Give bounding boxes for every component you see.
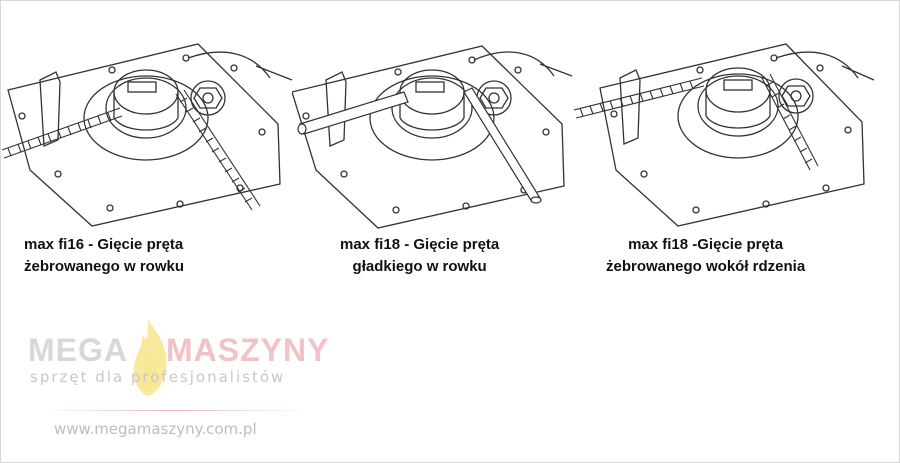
caption-smooth-groove: max fi18 - Gięcie pręta gładkiego w rowk… <box>340 234 499 278</box>
diagram-panel-ribbed-core <box>573 20 875 230</box>
caption-line-2: żebrowanego w rowku <box>24 258 185 275</box>
bender-ribbed-core-illustration <box>573 43 875 227</box>
logo-word-mega: MEGA <box>28 332 128 368</box>
logo-word-maszyny: MASZYNY <box>166 332 330 368</box>
bender-ribbed-groove-illustration <box>1 43 293 227</box>
caption-line-2: żebrowanego wokół rdzenia <box>606 258 806 275</box>
diagram-panel-ribbed-groove <box>0 20 300 230</box>
bender-smooth-groove-illustration <box>291 45 573 229</box>
caption-ribbed-groove: max fi16 - Gięcie pręta żebrowanego w ro… <box>24 234 184 278</box>
caption-line-1: max fi18 -Gięcie pręta <box>628 236 784 253</box>
logo-tagline: sprzęt dla profesjonalistów <box>30 368 286 386</box>
logo-divider <box>40 410 310 411</box>
caption-line-1: max fi16 - Gięcie pręta <box>24 236 184 253</box>
flame-icon <box>133 320 167 396</box>
caption-line-1: max fi18 - Gięcie pręta <box>340 236 500 253</box>
diagram-panel-smooth-groove <box>291 20 592 230</box>
website-url: www.megamaszyny.com.pl <box>54 420 257 438</box>
caption-ribbed-core: max fi18 -Gięcie pręta żebrowanego wokół… <box>606 234 805 278</box>
company-logo: MEGA MASZYNY sprzęt dla profesjonalistów <box>28 318 328 413</box>
caption-line-2: gładkiego w rowku <box>352 258 487 275</box>
